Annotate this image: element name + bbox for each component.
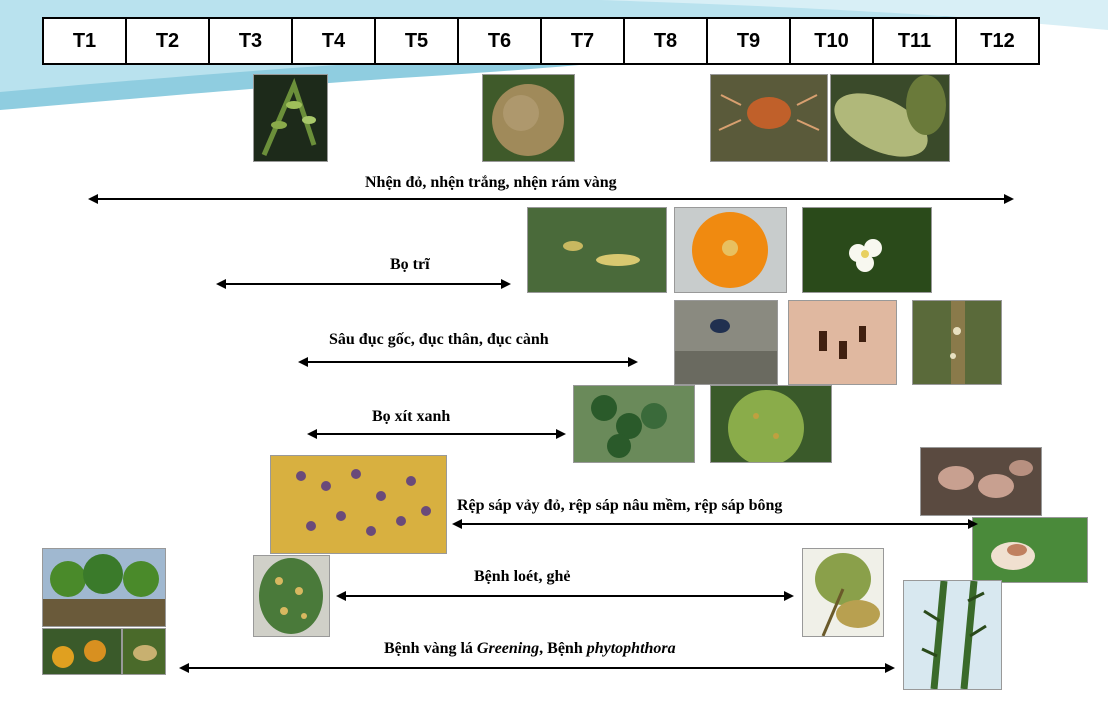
leaf-mite-damage-photo xyxy=(830,74,950,162)
thorny-stem-photo xyxy=(903,580,1002,690)
orange-fruit-photo xyxy=(674,207,787,293)
fallen-fruit-photo xyxy=(122,628,166,675)
month-cell: T5 xyxy=(376,19,459,63)
greening-text-3: , Bệnh xyxy=(539,640,587,657)
bored-branch-photo xyxy=(912,300,1002,385)
month-cell: T2 xyxy=(127,19,210,63)
month-cell: T7 xyxy=(542,19,625,63)
greening-text-1: Bệnh vàng lá xyxy=(384,640,477,657)
pest-label-borers: Sâu đục gốc, đục thân, đục cành xyxy=(329,331,549,349)
bored-wood-photo xyxy=(788,300,897,385)
borer-beetle-photo xyxy=(674,300,778,385)
spotted-green-fruit-photo xyxy=(710,385,832,463)
canker-leaf-photo xyxy=(253,555,330,637)
month-cell: T10 xyxy=(791,19,874,63)
pest-label-greening: Bệnh vàng lá Greening, Bệnh phytophthora xyxy=(384,640,676,658)
timeline-arrow-mites xyxy=(88,193,1014,205)
timeline-arrow-greening xyxy=(179,662,895,674)
month-cell: T4 xyxy=(293,19,376,63)
mealybug-photo xyxy=(920,447,1042,516)
month-cell: T11 xyxy=(874,19,957,63)
pest-label-scales: Rệp sáp vảy đỏ, rệp sáp nâu mềm, rệp sáp… xyxy=(457,497,782,515)
citrus-bud-photo xyxy=(253,74,328,162)
month-cell: T9 xyxy=(708,19,791,63)
month-cell: T1 xyxy=(44,19,127,63)
red-mite-photo xyxy=(710,74,828,162)
month-header: T1 T2 T3 T4 T5 T6 T7 T8 T9 T10 T11 T12 xyxy=(42,17,1040,65)
greening-fruit-photo xyxy=(42,628,122,675)
rusty-fruit-photo xyxy=(482,74,575,162)
soft-scale-photo xyxy=(972,517,1088,583)
month-cell: T8 xyxy=(625,19,708,63)
month-cell: T12 xyxy=(957,19,1038,63)
pest-label-mites: Nhện đỏ, nhện trắng, nhện rám vàng xyxy=(365,174,617,192)
thrips-photo xyxy=(527,207,667,293)
pest-label-green-bug: Bọ xít xanh xyxy=(372,408,450,426)
timeline-arrow-borers xyxy=(298,356,638,368)
timeline-arrow-green-bug xyxy=(307,428,566,440)
month-cell: T3 xyxy=(210,19,293,63)
citrus-flower-photo xyxy=(802,207,932,293)
timeline-arrow-thrips xyxy=(216,278,511,290)
scale-fruit-photo xyxy=(270,455,447,554)
greening-text-4: phytophthora xyxy=(587,640,676,657)
pest-label-thrips: Bọ trĩ xyxy=(390,256,430,274)
green-bug-fruit-photo xyxy=(573,385,695,463)
greening-text-2: Greening xyxy=(477,640,539,657)
orchard-photo xyxy=(42,548,166,627)
pest-label-canker: Bệnh loét, ghẻ xyxy=(474,568,570,586)
timeline-arrow-scales xyxy=(452,518,978,530)
timeline-arrow-canker xyxy=(336,590,794,602)
scab-leaf-photo xyxy=(802,548,884,637)
month-cell: T6 xyxy=(459,19,542,63)
